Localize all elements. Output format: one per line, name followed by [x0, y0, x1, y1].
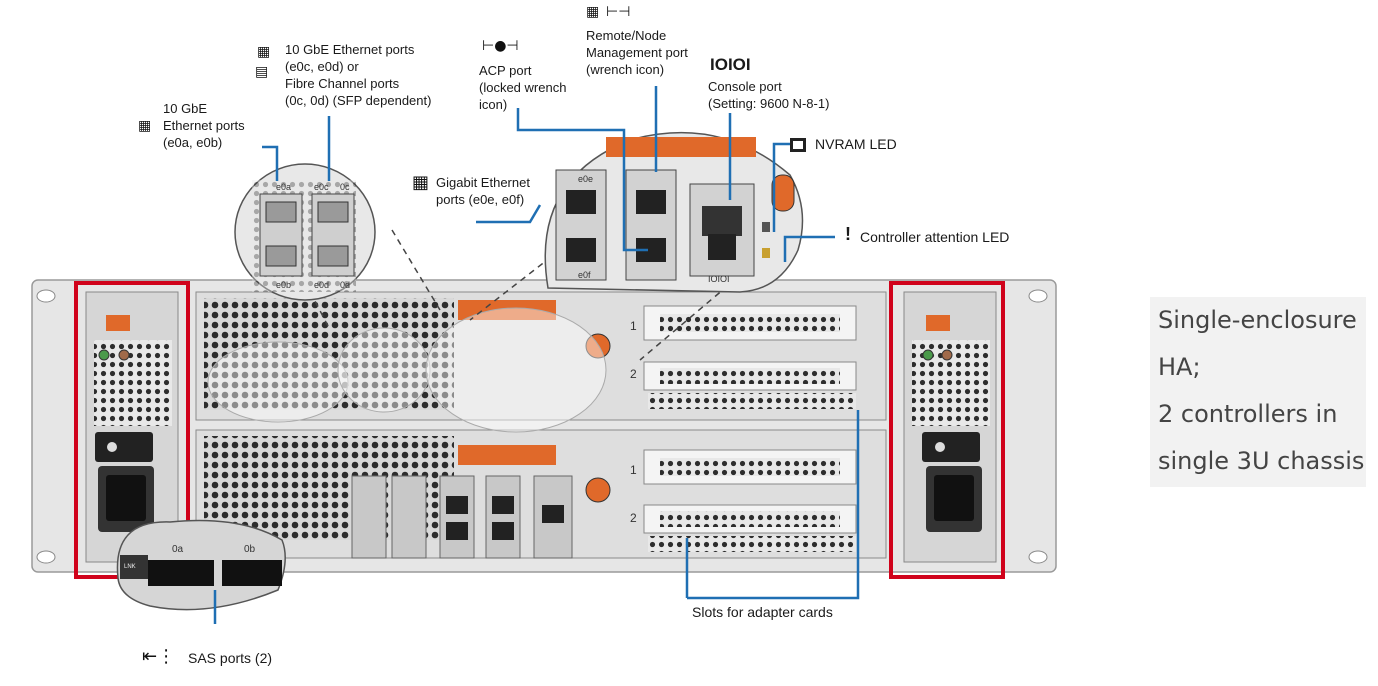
port-label-0c: 0c [340, 182, 350, 192]
locked-wrench-icon: ⊢●⊣ [482, 38, 519, 54]
port-label-e0a: e0a [276, 182, 291, 192]
chip-icon [790, 138, 806, 152]
summary-line: 2 controllers in [1158, 400, 1338, 428]
label-console-port: Console port (Setting: 9600 N-8-1) [708, 79, 830, 111]
zoom-lens [425, 307, 607, 433]
sas-port-label-0a: 0a [172, 544, 184, 555]
rack-ear-hole [1028, 289, 1048, 303]
slot-number: 2 [630, 367, 637, 381]
slot-number: 2 [630, 511, 637, 525]
network-icon: ▦ [138, 118, 152, 134]
zoom-lens [207, 341, 349, 423]
psu-highlight-right [889, 281, 1005, 579]
console-symbol: IOIOI [710, 55, 751, 74]
power-supply-right [903, 291, 997, 563]
zoom-guide [391, 229, 441, 311]
wrench-icon: ⊢⊣ [606, 4, 631, 20]
attention-symbol: ! [845, 224, 851, 244]
summary-box: Single-enclosure HA; 2 controllers in si… [1150, 297, 1366, 487]
port-label-e0b: e0b [276, 280, 291, 290]
zoom-guide [469, 249, 561, 321]
label-adapter-slots: Slots for adapter cards [692, 604, 833, 620]
network-icon: ▦ [412, 172, 430, 193]
port-label-console: IOIOI [708, 274, 730, 284]
label-management-port: Remote/Node Management port (wrench icon… [586, 28, 688, 77]
magnified-10gbe-ports: e0a e0b e0c e0d 0c 0d [234, 163, 376, 301]
fibre-channel-icon: ▤ [255, 64, 269, 80]
sas-icon: ⇤⋮ [142, 646, 176, 667]
label-10gbe-fc-e0c-e0d: 10 GbE Ethernet ports (e0c, e0d) or Fibr… [285, 42, 432, 108]
sas-port-label-0b: 0b [244, 544, 256, 555]
slot-number: 1 [630, 463, 637, 477]
label-nvram-led: NVRAM LED [815, 136, 897, 152]
lnk-label: LNK [124, 564, 136, 570]
magnified-sas-ports: 0a 0b LNK [116, 519, 286, 611]
zoom-lens [337, 327, 431, 413]
slot-number: 1 [630, 319, 637, 333]
port-label-e0d: e0d [314, 280, 329, 290]
controller-bottom [195, 429, 887, 559]
controller-top [195, 291, 887, 421]
callout-lines [213, 86, 860, 624]
summary-line: single 3U chassis [1158, 447, 1365, 475]
label-gigabit-ethernet: Gigabit Ethernet ports (e0e, e0f) [436, 175, 530, 207]
power-supply-left [85, 291, 179, 563]
rack-ear-hole [1028, 550, 1048, 564]
label-controller-attention-led: Controller attention LED [860, 229, 1010, 245]
rack-ear-hole [36, 289, 56, 303]
port-label-e0c: e0c [314, 182, 329, 192]
network-icon: ▦ [257, 44, 271, 60]
label-acp-port: ACP port (locked wrench icon) [479, 63, 567, 112]
port-label-e0f: e0f [578, 270, 591, 280]
port-label-0d: 0d [340, 280, 350, 290]
label-10gbe-e0a-e0b: 10 GbE Ethernet ports (e0a, e0b) [163, 101, 245, 150]
rack-ear-hole [36, 550, 56, 564]
port-label-e0e: e0e [578, 174, 593, 184]
label-sas-ports: SAS ports (2) [188, 650, 273, 666]
network-icon: ▦ [586, 4, 600, 20]
summary-line: HA; [1158, 353, 1201, 381]
magnified-management-ports: e0e e0f IOIOI [544, 131, 804, 293]
summary-line: Single-enclosure [1158, 306, 1357, 334]
